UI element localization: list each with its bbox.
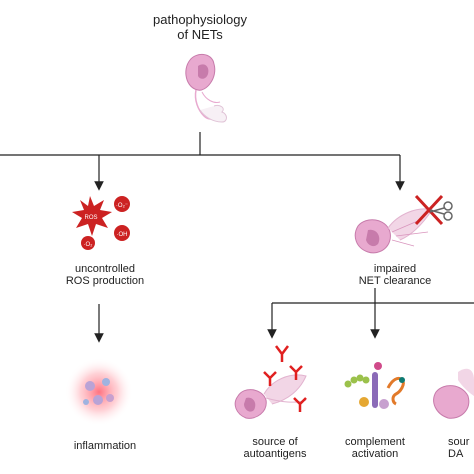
damps-label: sour DA: [448, 436, 474, 460]
autoantigens-line2: autoantigens: [243, 448, 307, 460]
autoantigen-neutrophil-icon: [234, 374, 307, 419]
damps-line2: DA: [448, 448, 464, 460]
complement-label: complement activation: [325, 436, 425, 460]
antibody-icon: [263, 345, 307, 412]
inflammation-icon: [65, 358, 133, 426]
ros-label-line2: ROS production: [65, 275, 145, 287]
hydroxyl-badge: ·OH: [117, 232, 128, 238]
clearance-label-line2: NET clearance: [358, 275, 432, 287]
complement-line1: complement: [345, 436, 405, 448]
ros-burst-icon: ROS ·O₂⁻ ·O₂ ·OH: [72, 196, 130, 250]
superoxide-badge: ·O₂⁻: [116, 203, 128, 209]
central-neutrophil-icon: [185, 54, 227, 123]
inflammation-label: inflammation: [73, 440, 137, 452]
damps-line1: sour: [448, 436, 470, 448]
complement-protein-icon: [344, 362, 405, 409]
complement-line2: activation: [351, 448, 399, 460]
ros-badge: ROS: [84, 215, 97, 221]
ros-production-label: uncontrolled ROS production: [45, 263, 165, 287]
diagram-title: pathophysiology of NETs: [130, 12, 270, 42]
autoantigens-label: source of autoantigens: [225, 436, 325, 460]
scissors-icon: [414, 194, 453, 226]
title-line1: pathophysiology: [153, 12, 247, 27]
net-clearance-label: impaired NET clearance: [335, 263, 455, 287]
damps-neutrophil-icon: [433, 368, 474, 419]
clearance-label-line1: impaired: [373, 263, 417, 275]
title-line2: of NETs: [177, 27, 223, 42]
autoantigens-line1: source of: [252, 436, 298, 448]
clearance-neutrophil-icon: [354, 208, 433, 254]
ros-label-line1: uncontrolled: [75, 263, 135, 275]
oxygen-badge: ·O₂: [84, 242, 94, 248]
